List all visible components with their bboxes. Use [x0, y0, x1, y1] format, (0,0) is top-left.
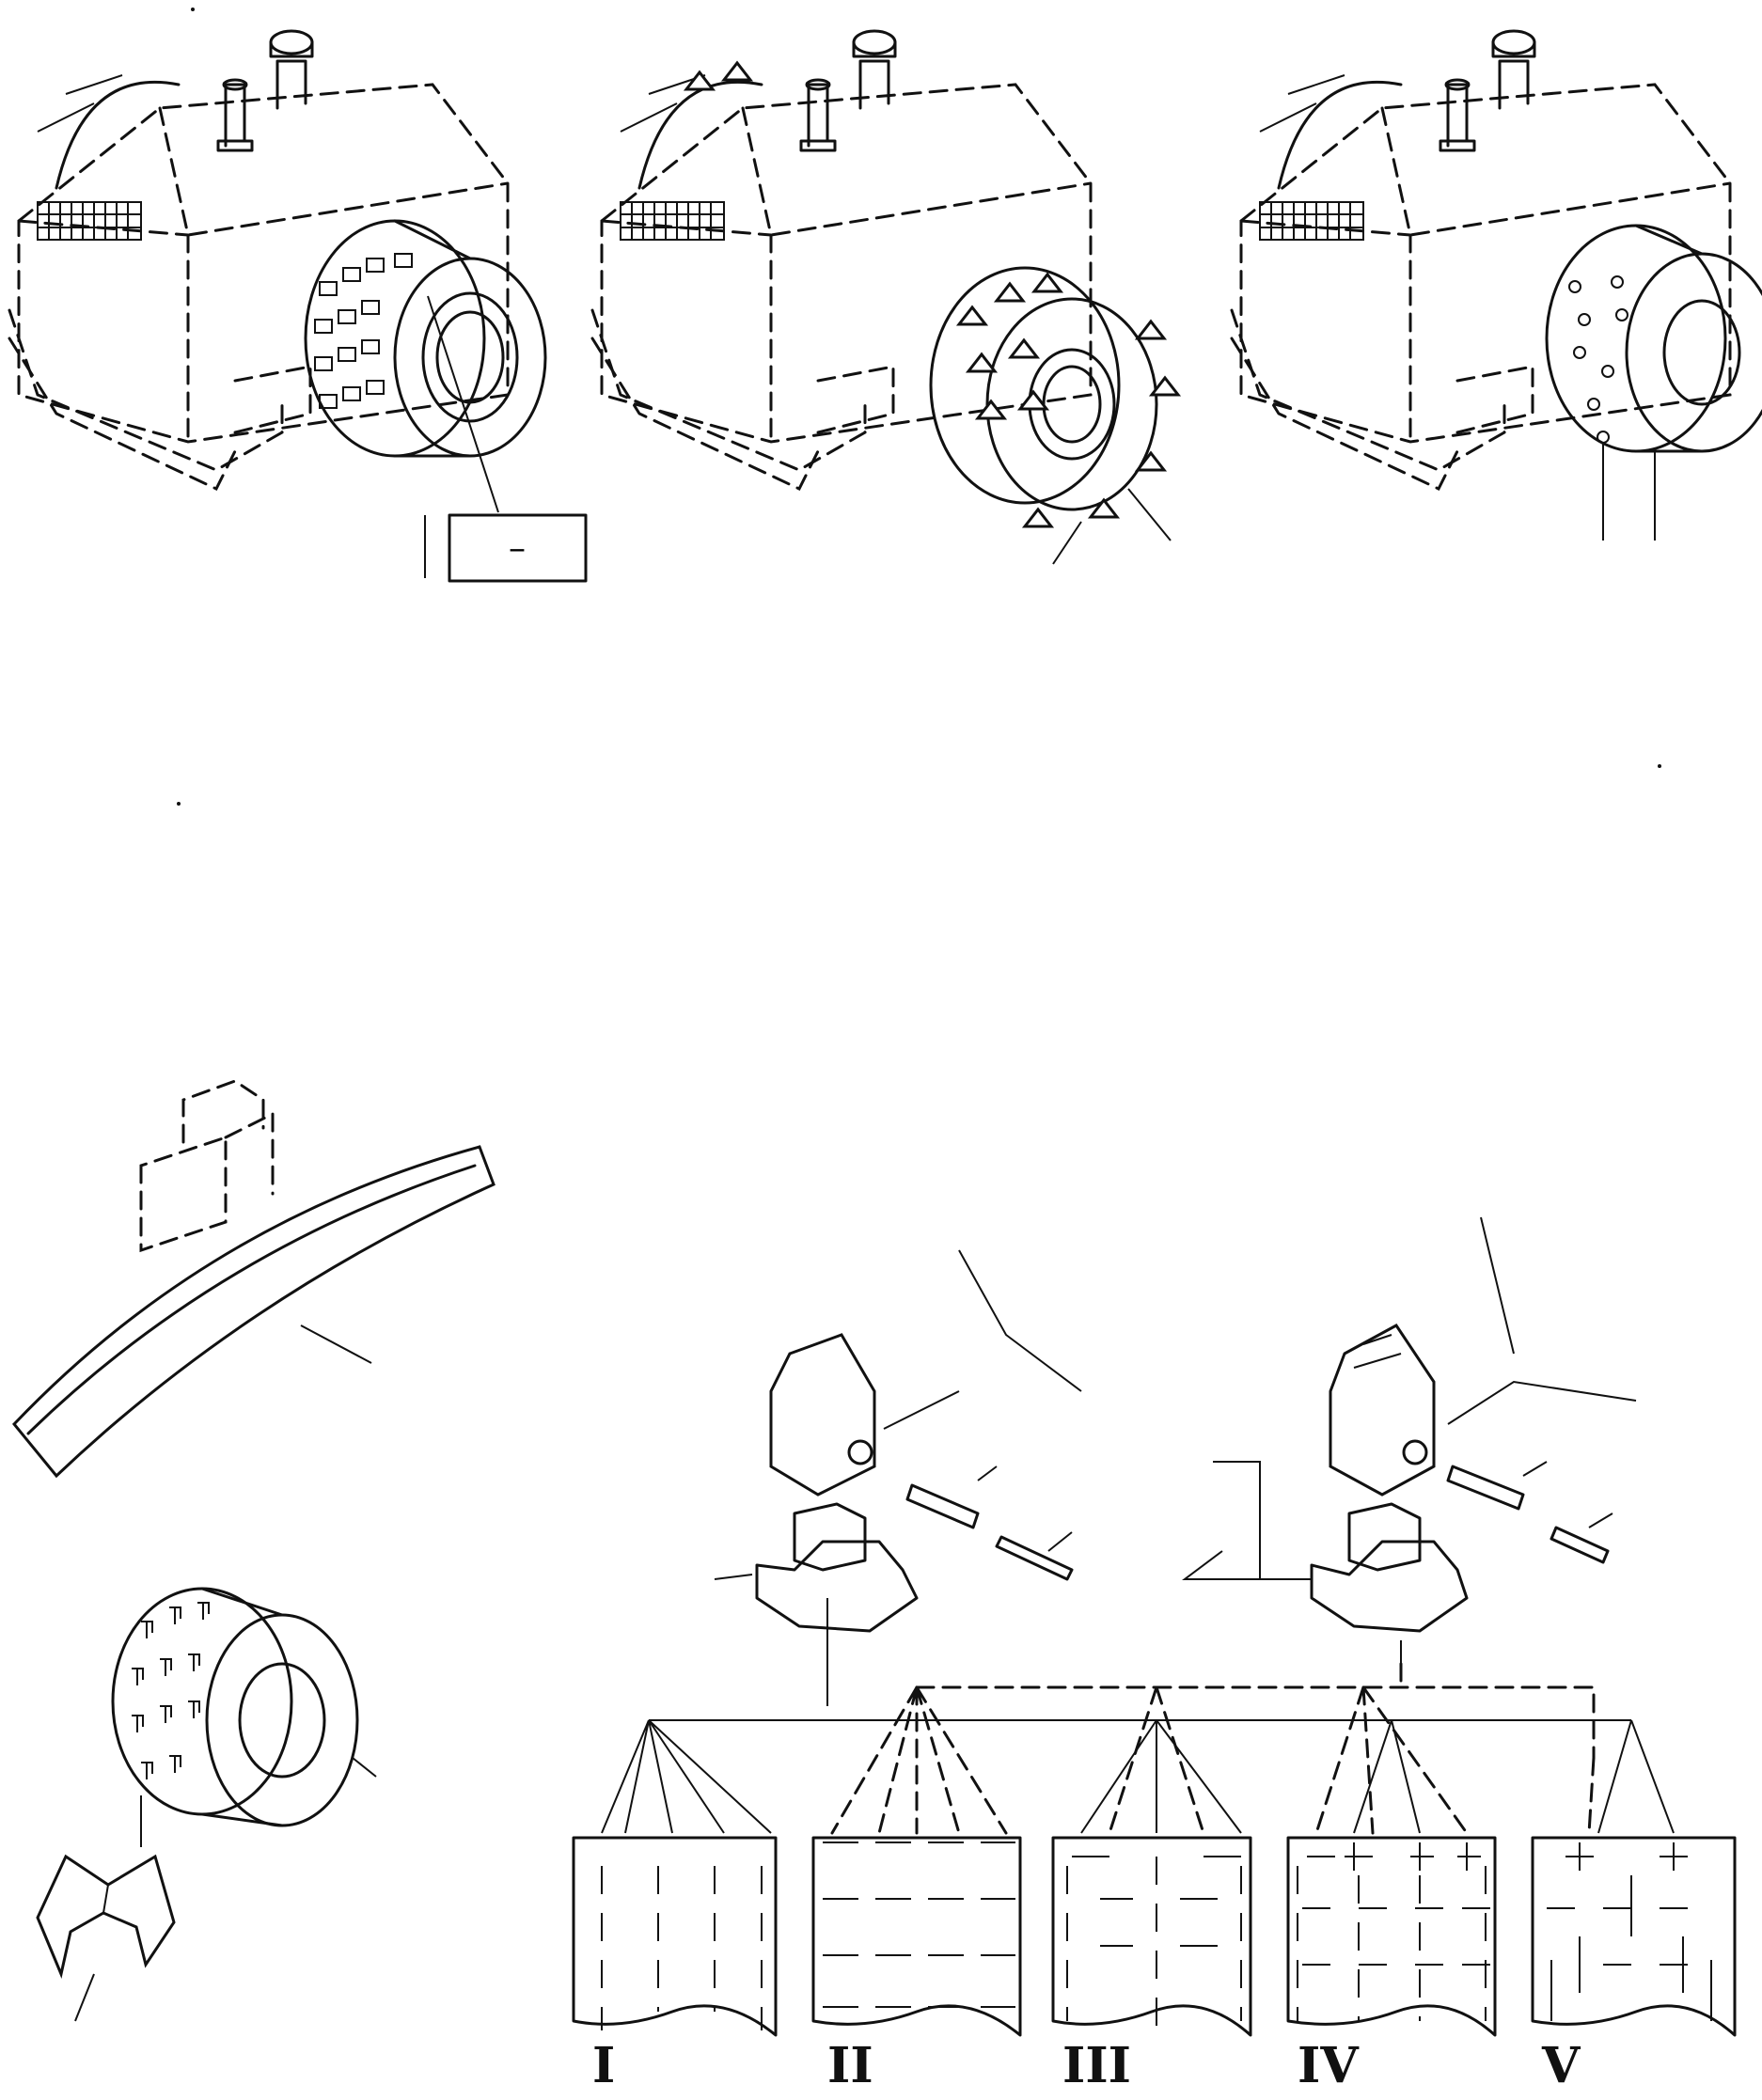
machine-view-padfoot: –: [8, 29, 588, 583]
pattern-panel-3: III: [1051, 1836, 1252, 2094]
pattern-label-3: III: [1062, 2037, 1131, 2094]
pattern-label-1: I: [592, 2037, 615, 2094]
padfoot-wheel: [36, 1587, 377, 2022]
pattern-panel-4: IV: [1286, 1836, 1497, 2094]
tooth-detail-left: [714, 1249, 1082, 1640]
machine-view-smooth: [1230, 29, 1762, 541]
pattern-panel-2: II: [811, 1836, 1022, 2094]
leveling-blade: [11, 1079, 496, 1479]
callout-box-text: –: [509, 529, 526, 568]
callout-box: [448, 513, 588, 583]
pattern-label-2: II: [827, 2037, 873, 2094]
pattern-label-4: IV: [1298, 2037, 1360, 2094]
pattern-distribution-tree: [601, 1640, 1675, 1835]
pattern-label-5: V: [1541, 2037, 1581, 2094]
tooth-detail-right: [1182, 1216, 1637, 1678]
machine-view-tamping: [590, 29, 1182, 565]
pattern-panel-5: V: [1531, 1836, 1737, 2094]
pattern-panel-1: I: [572, 1836, 778, 2094]
